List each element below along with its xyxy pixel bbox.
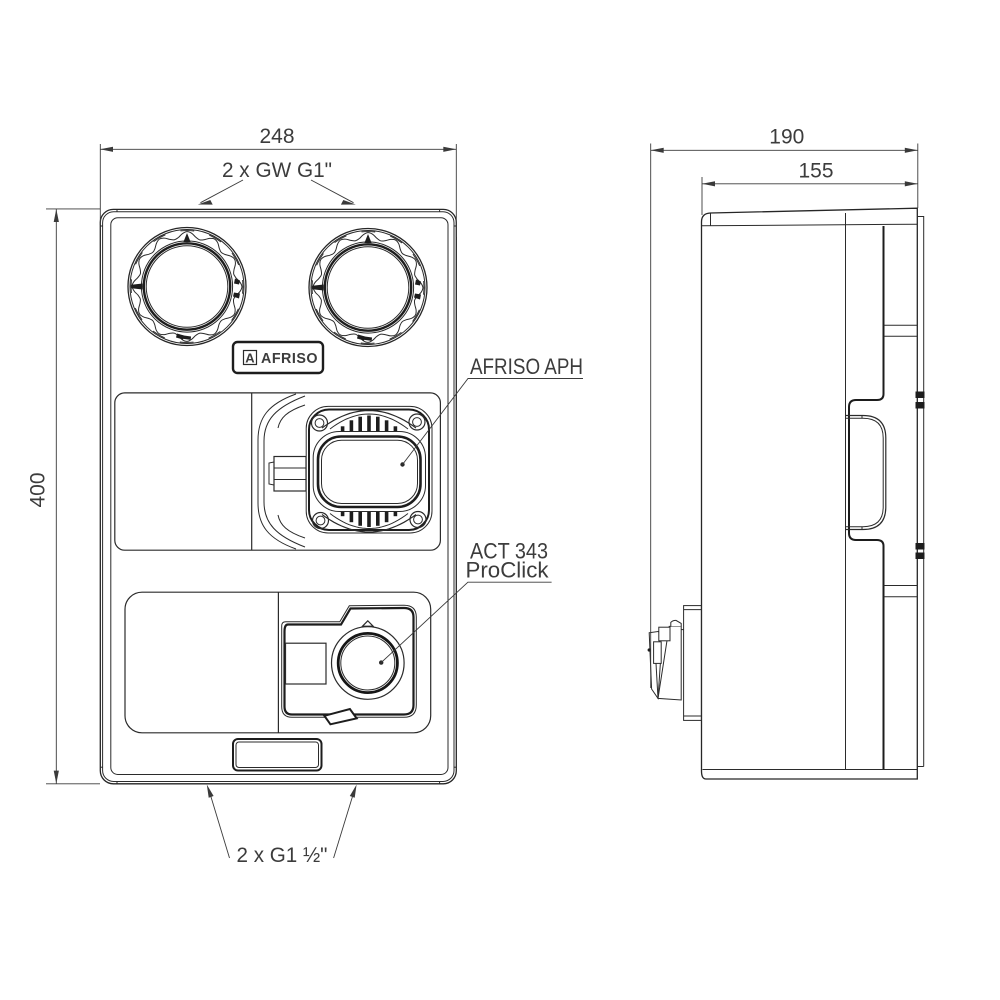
svg-text:2 x G1 ½": 2 x G1 ½" [237,844,328,867]
svg-text:2 x GW G1": 2 x GW G1" [222,159,332,182]
svg-text:400: 400 [27,473,50,508]
svg-text:248: 248 [260,125,295,148]
svg-text:A: A [245,350,255,365]
svg-text:ACT 343: ACT 343 [470,539,548,564]
svg-text:190: 190 [769,126,804,149]
svg-text:AFRISO: AFRISO [261,351,318,367]
svg-text:ProClick: ProClick [466,558,550,583]
svg-text:155: 155 [799,160,834,183]
svg-text:AFRISO APH: AFRISO APH [470,354,583,379]
